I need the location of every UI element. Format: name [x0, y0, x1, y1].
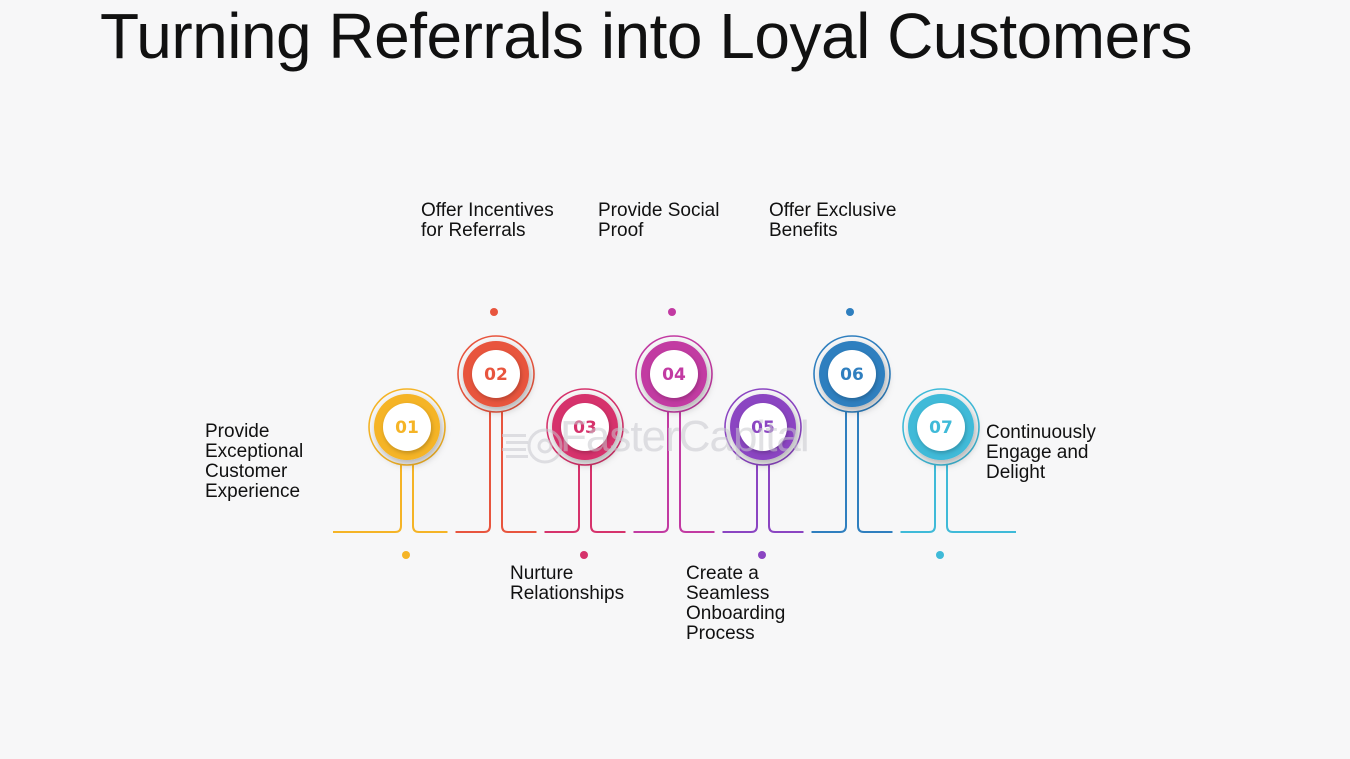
step-inner-circle	[383, 403, 431, 451]
connector-line-left	[722, 465, 758, 533]
step-number: 07	[929, 418, 953, 438]
step-node-05: 05	[724, 388, 802, 559]
connector-line-left	[811, 412, 847, 533]
step-label-03: Nurture Relationships	[510, 563, 625, 604]
step-inner-circle	[917, 403, 965, 451]
step-dot	[490, 308, 498, 316]
step-label-06: Offer Exclusive Benefits	[769, 200, 897, 241]
connector-line-right	[679, 412, 715, 533]
step-dot	[846, 308, 854, 316]
step-label-05: Create a Seamless Onboarding Process	[686, 563, 786, 644]
step-nodes: 01 02 03 04 05 06 07	[368, 308, 980, 559]
step-outer-ring	[635, 335, 713, 413]
connector-line-left	[455, 412, 491, 533]
connector-line-right	[857, 412, 893, 533]
page-title: Turning Referrals into Loyal Customers	[100, 0, 1192, 72]
step-number: 04	[662, 365, 686, 385]
connector-line-right	[412, 465, 448, 533]
step-outer-ring	[368, 388, 446, 466]
watermark-text: FasterCapital	[560, 412, 810, 461]
connector-line-left	[544, 465, 580, 533]
step-node-01: 01	[368, 388, 446, 559]
step-node-04: 04	[635, 308, 713, 413]
step-label-02: Offer Incentives for Referrals	[421, 200, 554, 241]
step-inner-circle	[828, 350, 876, 398]
step-dot	[668, 308, 676, 316]
step-number: 02	[484, 365, 508, 385]
step-number: 01	[395, 418, 419, 438]
step-outer-ring	[724, 388, 802, 466]
step-outer-ring	[813, 335, 891, 413]
connector-lines	[333, 412, 1016, 533]
connector-line-right	[501, 412, 537, 533]
step-inner-circle	[472, 350, 520, 398]
step-outer-ring	[457, 335, 535, 413]
watermark-logo-icon	[502, 428, 563, 464]
step-inner-circle	[739, 403, 787, 451]
step-dot	[758, 551, 766, 559]
step-dot	[936, 551, 944, 559]
connector-line-right	[768, 465, 804, 533]
step-inner-circle	[561, 403, 609, 451]
step-number: 06	[840, 365, 864, 385]
step-node-07: 07	[902, 388, 980, 559]
step-dot	[580, 551, 588, 559]
connector-line-right	[946, 465, 1016, 533]
connector-line-left	[333, 465, 402, 533]
step-outer-ring	[546, 388, 624, 466]
step-number: 03	[573, 418, 597, 438]
step-dot	[402, 551, 410, 559]
step-inner-circle	[650, 350, 698, 398]
step-label-07: Continuously Engage and Delight	[986, 422, 1096, 483]
step-node-03: 03	[546, 388, 624, 559]
connector-line-left	[633, 412, 669, 533]
step-outer-ring	[902, 388, 980, 466]
step-node-06: 06	[813, 308, 891, 413]
step-number: 05	[751, 418, 775, 438]
step-label-01: Provide Exceptional Customer Experience	[205, 421, 304, 502]
connector-line-right	[590, 465, 626, 533]
step-label-04: Provide Social Proof	[598, 200, 720, 241]
step-node-02: 02	[457, 308, 535, 413]
connector-line-left	[900, 465, 936, 533]
